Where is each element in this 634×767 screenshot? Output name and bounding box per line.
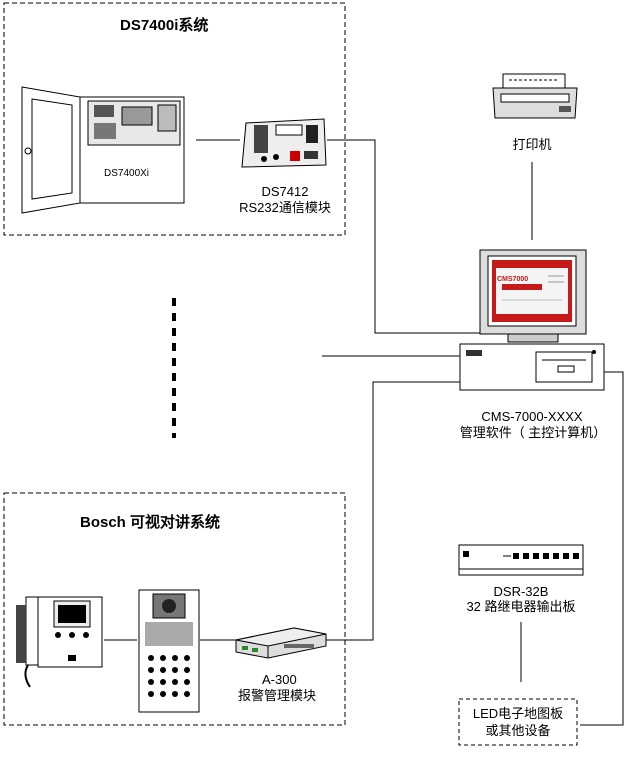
door-station	[138, 589, 200, 713]
printer-icon	[492, 73, 578, 119]
relay-board	[458, 544, 584, 576]
relay-model: DSR-32B	[493, 584, 549, 599]
bottom-system-title: Bosch 可视对讲系统	[80, 514, 221, 531]
panel-label: DS7400Xi	[104, 168, 150, 179]
module-computer-line	[327, 139, 480, 334]
computer-icon	[459, 249, 605, 391]
computer-screen-text: CMS7000	[497, 276, 529, 283]
led-board-box	[458, 698, 578, 746]
intercom-computer-line	[326, 381, 460, 641]
ds7400xi-panel	[21, 86, 185, 214]
printer-label: 打印机	[512, 137, 552, 152]
top-system-title: DS7400i系统	[120, 17, 209, 34]
computer-model: CMS-7000-XXXX	[481, 409, 583, 424]
led-line1: LED电子地图板	[472, 706, 564, 721]
led-line2: 或其他设备	[485, 723, 551, 738]
alarm-module-desc: 报警管理模块	[238, 688, 317, 703]
alarm-module-name: A-300	[262, 672, 297, 687]
module-name: DS7412	[261, 184, 309, 199]
computer-led-line	[580, 371, 624, 726]
module-desc: RS232通信模块	[239, 200, 331, 215]
top-system-boundary	[3, 2, 346, 236]
relay-desc: 32 路继电器输出板	[466, 599, 576, 614]
indoor-monitor	[16, 596, 103, 688]
bottom-system-boundary	[3, 492, 346, 726]
ds7412-module	[241, 118, 327, 168]
computer-desc: 管理软件（ 主控计算机）	[459, 425, 607, 440]
a300-module	[235, 627, 327, 659]
